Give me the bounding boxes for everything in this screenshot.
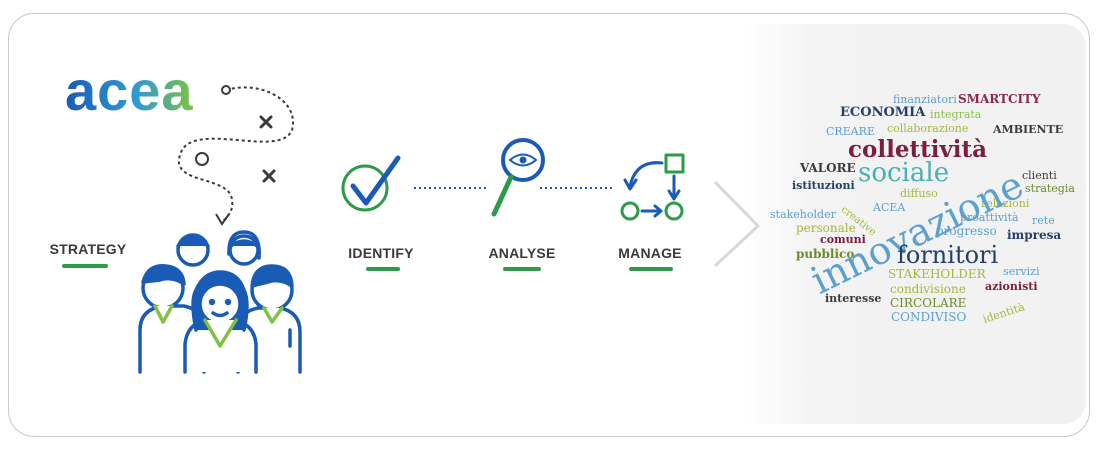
analyse-underline <box>503 267 541 271</box>
word-clienti: clienti <box>1022 169 1057 182</box>
strategy-label: STRATEGY <box>49 241 127 257</box>
word-progresso: progresso <box>936 224 997 238</box>
path-cross-icon-2 <box>262 169 276 183</box>
manage-label: MANAGE <box>618 245 682 261</box>
word-interesse: interesse <box>825 292 882 305</box>
word-collaborazione: collaborazione <box>887 122 969 135</box>
word-istituzioni: istituzioni <box>792 179 855 192</box>
word-valore: VALORE <box>800 161 856 175</box>
word-cloud-background <box>742 24 1086 424</box>
identify-label: IDENTIFY <box>348 245 414 261</box>
people-group-icon <box>138 230 302 374</box>
word-stakeholder-lc: stakeholder <box>770 208 836 221</box>
word-condivisione: condivisione <box>890 282 966 296</box>
word-acea: ACEA <box>873 201 906 214</box>
word-servizi: servizi <box>1003 265 1040 278</box>
word-comuni: comuni <box>820 233 866 246</box>
identify-underline <box>366 267 400 271</box>
manage-underline <box>629 267 673 271</box>
strategy-underline <box>62 264 108 268</box>
word-proattivita: proattività <box>960 211 1019 224</box>
word-sociale: sociale <box>858 158 950 188</box>
acea-logo-text: acea <box>65 59 194 122</box>
magnifier-eye-icon <box>491 138 545 217</box>
acea-logo: acea <box>65 63 194 119</box>
word-creare: CREARE <box>826 125 875 138</box>
word-economia: ECONOMIA <box>840 105 926 120</box>
word-fornitori: fornitori <box>897 241 999 269</box>
word-stakeholder-uc: STAKEHOLDER <box>888 267 986 281</box>
path-cross-icon-1 <box>259 115 273 129</box>
manage-flow-icon <box>620 153 685 221</box>
word-diffuso: diffuso <box>900 187 938 200</box>
chevron-right-icon <box>713 180 761 268</box>
word-finanziatori: finanziatori <box>893 93 957 106</box>
analyse-label: ANALYSE <box>488 245 556 261</box>
word-rete: rete <box>1032 214 1055 227</box>
word-circolare: CIRCOLARE <box>890 296 967 310</box>
path-start-dot <box>221 85 231 95</box>
word-strategia: strategia <box>1025 182 1075 195</box>
word-ambiente: AMBIENTE <box>993 123 1064 136</box>
word-pubblico: pubblico <box>796 247 855 261</box>
word-impresa: impresa <box>1007 228 1062 242</box>
word-integrata: integrata <box>930 108 982 121</box>
word-personale: personale <box>796 221 856 235</box>
check-circle-icon <box>341 155 401 212</box>
word-smartcity: SMARTCITY <box>958 92 1041 106</box>
word-condiviso: CONDIVISO <box>891 310 967 324</box>
strategy-path-line <box>177 86 295 223</box>
path-waypoint-circle <box>195 152 209 166</box>
word-azionisti: azionisti <box>985 280 1038 293</box>
word-relazioni: relazioni <box>981 197 1030 210</box>
word-collettivita: collettività <box>848 136 988 163</box>
path-arrow-head <box>215 213 230 226</box>
